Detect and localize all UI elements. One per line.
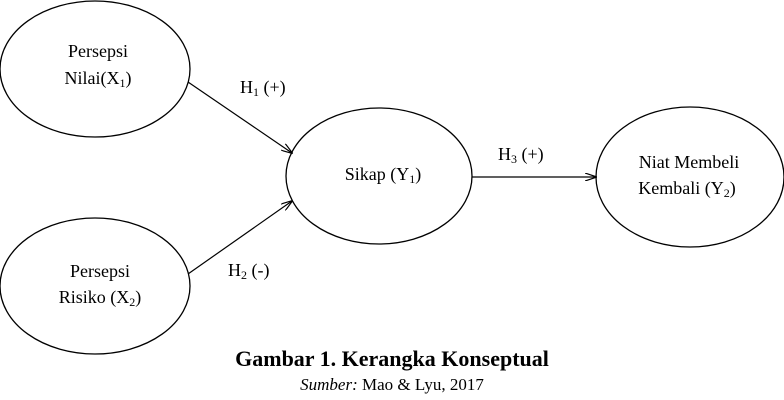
figure-source-text: Mao & Lyu, 2017: [357, 375, 484, 394]
node-x1-line2: Nilai(X1): [65, 68, 132, 90]
node-y1-label: Sikap (Y1): [345, 164, 422, 186]
node-x2-line2: Risiko (X2): [59, 287, 142, 309]
edge-h2-prefix: H: [228, 260, 241, 280]
edge-h2-label: H2 (-): [228, 260, 269, 282]
node-x2-ellipse: [0, 217, 191, 355]
edge-h1-arrow: [187, 81, 292, 153]
node-y2-line1: Niat Membeli: [639, 152, 739, 172]
node-y1-ellipse: [285, 107, 473, 245]
node-x2-line1: Persepsi: [70, 261, 130, 281]
node-y2-line2: Kembali (Y2): [638, 178, 735, 200]
node-x1-line2-sub: 1: [119, 76, 125, 90]
node-y1-sub: 1: [409, 172, 415, 186]
edge-h1-sign: (+): [259, 77, 286, 98]
node-x1-line1: Persepsi: [68, 41, 128, 61]
node-x1-line2-prefix: Nilai(X: [65, 68, 120, 89]
node-y1-prefix: Sikap (Y: [345, 164, 410, 185]
node-x2-line2-suffix: ): [135, 287, 141, 308]
node-y2-ellipse: [595, 106, 784, 248]
figure-source-label: Sumber:: [300, 375, 358, 394]
edge-h2-sign: (-): [247, 260, 269, 281]
edge-h3-label: H3 (+): [498, 144, 544, 166]
node-y2-line2-prefix: Kembali (Y: [638, 178, 723, 199]
figure-caption-title: Gambar 1. Kerangka Konseptual: [235, 346, 549, 371]
edge-h2-sub: 2: [241, 268, 247, 282]
node-y1-suffix: ): [415, 164, 421, 185]
edge-h3-sign: (+): [517, 144, 544, 165]
node-x1-line2-suffix: ): [125, 68, 131, 89]
node-x1-ellipse: [0, 0, 191, 138]
edge-h1-label: H1 (+): [240, 77, 286, 99]
node-y2-line2-suffix: ): [730, 178, 736, 199]
node-y2-line2-sub: 2: [724, 186, 730, 200]
edge-h3-sub: 3: [511, 152, 517, 166]
node-x2-line2-prefix: Risiko (X: [59, 287, 130, 308]
edge-h3-prefix: H: [498, 144, 511, 164]
figure-caption-source: Sumber: Mao & Lyu, 2017: [0, 375, 784, 395]
node-x2-line2-sub: 2: [129, 295, 135, 309]
edge-h2-arrow: [187, 201, 292, 275]
edge-h1-prefix: H: [240, 77, 253, 97]
edge-h1-sub: 1: [253, 85, 259, 99]
